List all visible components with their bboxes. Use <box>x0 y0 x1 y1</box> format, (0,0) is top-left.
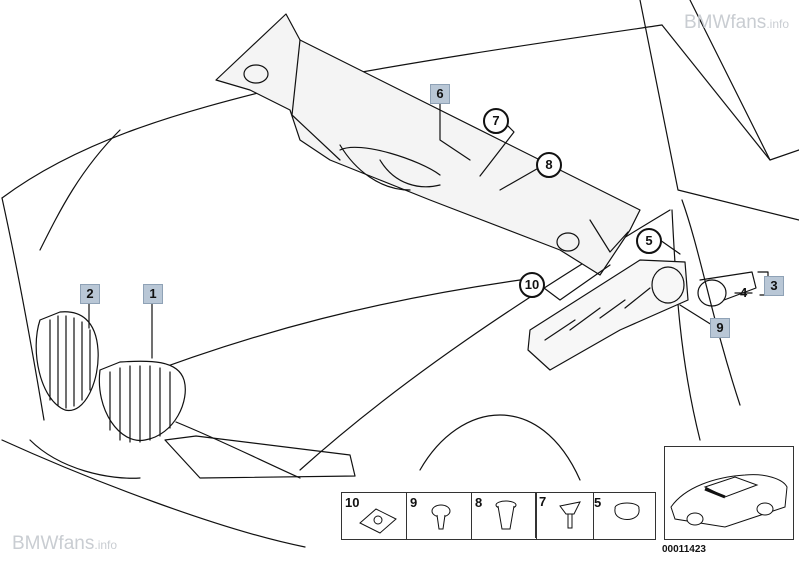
fender-line-2 <box>671 209 701 441</box>
watermark-bottom: BMWfans.info <box>12 533 118 554</box>
callout-8: 8 <box>536 152 562 178</box>
wheel-arch <box>419 414 581 481</box>
bumper-curve <box>175 421 301 479</box>
windshield-edge <box>661 24 771 161</box>
part-cell-9: 9 <box>407 493 472 539</box>
callout-4: 4 <box>740 285 748 300</box>
watermark-top: BMWfans.info <box>683 12 789 33</box>
callout-3: 3 <box>764 276 784 296</box>
hood-front-edge <box>1 439 306 548</box>
diagram-id: 00011423 <box>662 544 706 555</box>
rivet-icon <box>495 500 517 530</box>
clip-nut-icon <box>359 508 397 534</box>
expansion-clip-icon <box>559 501 581 529</box>
part-number: 7 <box>539 494 547 509</box>
parts-strip: 10 9 8 <box>341 492 594 540</box>
fender-line <box>681 199 741 406</box>
callout-6: 6 <box>430 84 450 104</box>
windshield-edge-2 <box>689 0 799 161</box>
callout-7: 7 <box>483 108 509 134</box>
air-duct <box>527 259 689 371</box>
callout-1: 1 <box>143 284 163 304</box>
part-cell-10: 10 <box>342 493 407 539</box>
part-cell-8: 8 <box>472 493 537 539</box>
part-number: 5 <box>594 495 602 510</box>
screw-icon <box>431 504 451 530</box>
hood-left-edge <box>1 197 45 421</box>
hood-crease <box>39 129 121 251</box>
locator-thumbnail <box>664 446 794 540</box>
hood-crease-2 <box>129 279 521 381</box>
headlight-cutout <box>164 435 356 479</box>
callout-2: 2 <box>80 284 100 304</box>
callout-10: 10 <box>519 272 545 298</box>
grille-right <box>98 360 186 443</box>
grille-left <box>35 311 99 411</box>
grommet-icon <box>614 502 640 520</box>
part-number: 9 <box>410 495 418 510</box>
bumper-line <box>29 439 141 479</box>
pillar-line <box>639 0 799 221</box>
callout-5: 5 <box>636 228 662 254</box>
part-number: 8 <box>475 495 483 510</box>
part-number: 10 <box>345 495 360 510</box>
part-cell-7: 7 <box>535 492 592 538</box>
emblem <box>697 279 727 307</box>
car-silhouette-icon <box>670 474 788 528</box>
part-cell-5: 5 <box>591 492 656 540</box>
callout-9: 9 <box>710 318 730 338</box>
